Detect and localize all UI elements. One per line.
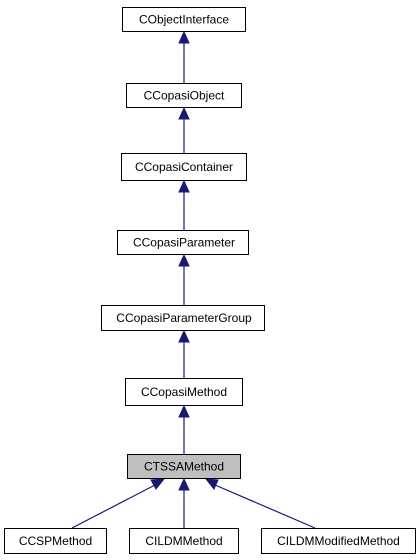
node-ccopasiparametergroup[interactable]: CCopasiParameterGroup	[101, 305, 265, 331]
node-label: CCopasiObject	[144, 89, 225, 103]
node-label: CCSPMethod	[19, 534, 92, 548]
node-label: CILDMModifiedMethod	[277, 534, 400, 548]
node-label: CObjectInterface	[139, 13, 229, 27]
node-cobjectinterface[interactable]: CObjectInterface	[122, 7, 246, 32]
node-label: CTSSAMethod	[144, 460, 224, 474]
edge-cildmmodifiedmethod-to-ctssamethod	[204, 478, 316, 529]
edge-ccopasiparametergroup-to-ccopasiparameter	[178, 253, 190, 305]
node-ccopasiparameter[interactable]: CCopasiParameter	[117, 230, 249, 255]
edge-ccopasicontainer-to-ccopasiobject	[178, 106, 190, 153]
edge-ccopasimethod-to-ccopasiparametergroup	[178, 329, 190, 378]
edge-ccopasiparameter-to-ccopasicontainer	[178, 179, 190, 230]
node-label: CCopasiContainer	[135, 160, 233, 174]
node-ccopasicontainer[interactable]: CCopasiContainer	[121, 153, 247, 181]
node-label: CCopasiParameterGroup	[116, 311, 252, 325]
edge-ccspmethod-to-ctssamethod	[71, 478, 166, 529]
edge-cildmmethod-to-ctssamethod	[178, 477, 190, 528]
node-label: CCopasiParameter	[133, 236, 235, 250]
node-cildmmodifiedmethod[interactable]: CILDMModifiedMethod	[261, 528, 416, 554]
node-ccopasimethod[interactable]: CCopasiMethod	[125, 378, 243, 406]
node-ctssamethod[interactable]: CTSSAMethod	[127, 454, 241, 479]
node-label: CILDMMethod	[145, 534, 222, 548]
node-ccspmethod[interactable]: CCSPMethod	[4, 528, 107, 554]
node-ccopasiobject[interactable]: CCopasiObject	[126, 83, 242, 108]
edge-ccopasiobject-to-cobjectinterface	[178, 30, 190, 83]
node-cildmmethod[interactable]: CILDMMethod	[129, 528, 239, 554]
node-label: CCopasiMethod	[141, 385, 227, 399]
edge-ctssamethod-to-ccopasimethod	[178, 404, 190, 454]
